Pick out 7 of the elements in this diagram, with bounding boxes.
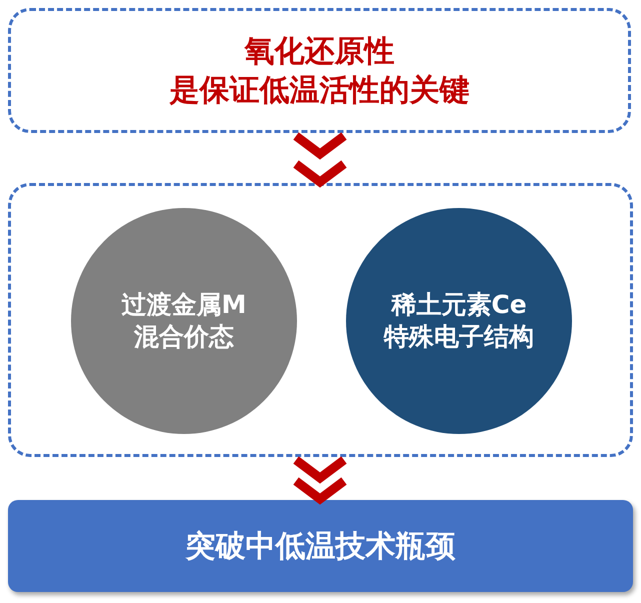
chevron-arrow xyxy=(292,132,348,188)
result-bar: 突破中低温技术瓶颈 xyxy=(8,500,633,592)
process-circle: 稀土元素Ce特殊电子结构 xyxy=(346,208,572,434)
title-box: 氧化还原性是保证低温活性的关键 xyxy=(8,8,631,133)
process-circle: 过渡金属M混合价态 xyxy=(71,208,297,434)
chevron-arrow xyxy=(292,456,348,505)
group-box xyxy=(8,183,633,457)
